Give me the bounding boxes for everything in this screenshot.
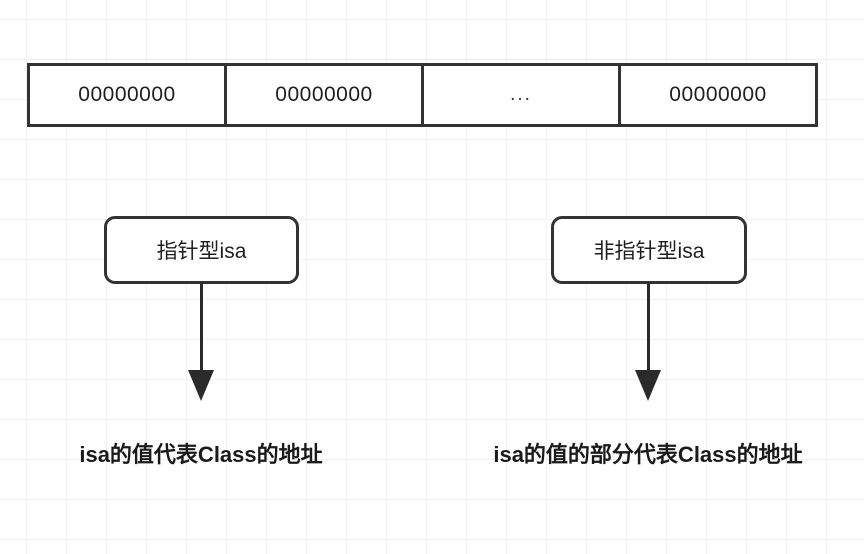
pointer-isa-box-label: 指针型isa xyxy=(156,240,247,263)
non-pointer-isa-arrow-down-icon xyxy=(635,283,661,401)
pointer-isa-box: 指针型isa xyxy=(104,216,299,284)
non-pointer-isa-caption: isa的值的部分代表Class的地址 xyxy=(493,442,803,467)
byte-cell-1: 00000000 xyxy=(227,66,424,124)
pointer-isa-arrow-down-icon xyxy=(188,283,214,401)
arrow-shaft xyxy=(199,283,203,371)
pointer-isa-caption: isa的值代表Class的地址 xyxy=(79,442,323,467)
byte-cell-3: 00000000 xyxy=(621,66,815,124)
non-pointer-isa-box-label: 非指针型isa xyxy=(593,240,705,263)
arrow-head xyxy=(188,370,214,401)
arrow-shaft xyxy=(646,283,650,371)
non-pointer-isa-box: 非指针型isa xyxy=(551,216,747,284)
byte-cell-0: 00000000 xyxy=(30,66,227,124)
byte-cell-ellipsis: ... xyxy=(424,66,621,124)
arrow-head xyxy=(635,370,661,401)
isa-byte-table: 00000000 00000000 ... 00000000 xyxy=(27,63,818,127)
